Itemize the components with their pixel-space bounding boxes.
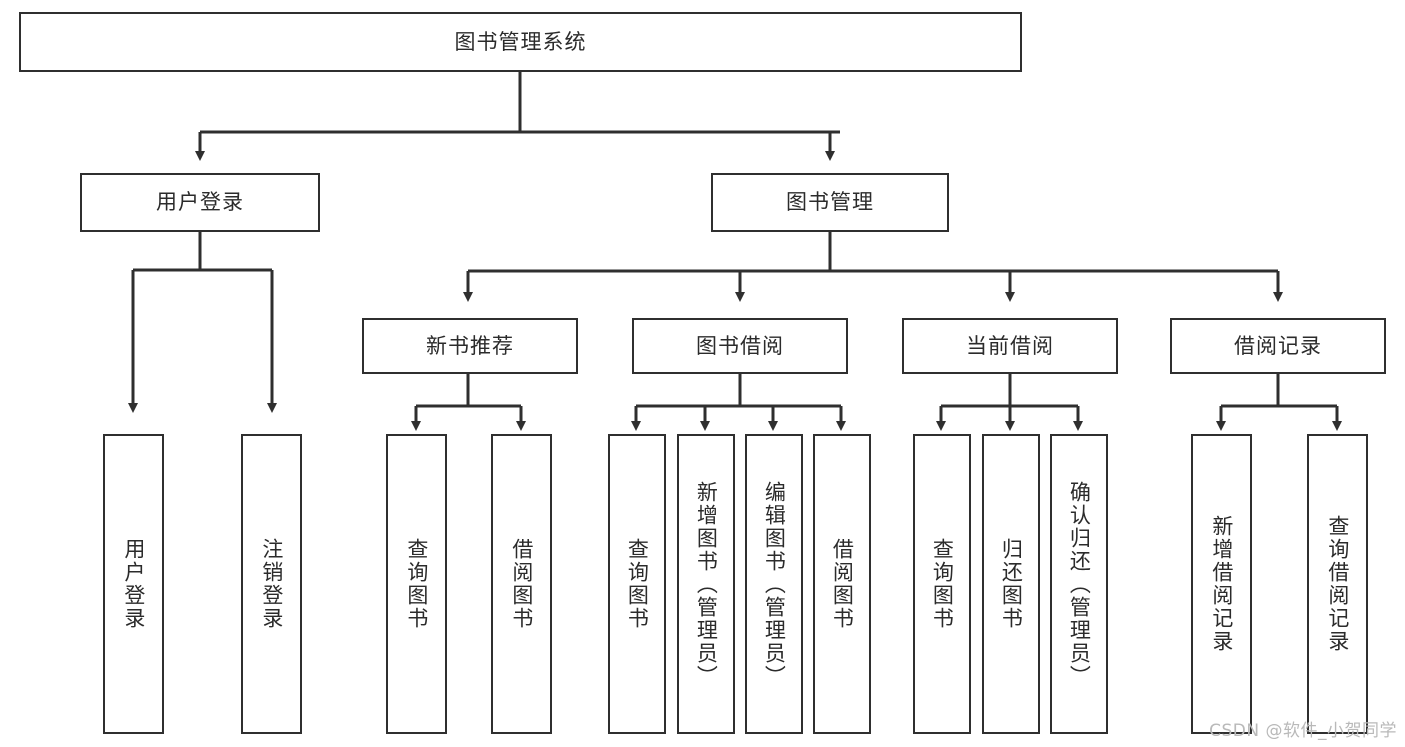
node-book-manage[interactable]: 图书管理: [711, 173, 949, 232]
node-leaf-return-book-label: 归还图书: [999, 538, 1024, 630]
node-book-manage-label: 图书管理: [786, 190, 874, 215]
node-leaf-add-book[interactable]: 新增图书（管理员）: [677, 434, 735, 734]
node-leaf-add-book-label: 新增图书（管理员）: [694, 480, 719, 688]
node-leaf-user-login[interactable]: 用户登录: [103, 434, 164, 734]
node-leaf-query-book-1[interactable]: 查询图书: [386, 434, 447, 734]
node-leaf-query-record-label: 查询借阅记录: [1325, 515, 1350, 653]
node-user-login[interactable]: 用户登录: [80, 173, 320, 232]
node-leaf-borrow-book-1[interactable]: 借阅图书: [491, 434, 552, 734]
node-leaf-borrow-book-1-label: 借阅图书: [509, 538, 534, 630]
node-borrow-record-label: 借阅记录: [1234, 333, 1322, 358]
node-root-label: 图书管理系统: [454, 29, 587, 54]
node-new-book-rec[interactable]: 新书推荐: [362, 318, 578, 374]
node-leaf-logout-label: 注销登录: [259, 538, 284, 630]
node-leaf-add-record[interactable]: 新增借阅记录: [1191, 434, 1252, 734]
node-leaf-borrow-book-2[interactable]: 借阅图书: [813, 434, 871, 734]
node-current-borrow[interactable]: 当前借阅: [902, 318, 1118, 374]
node-borrow-record[interactable]: 借阅记录: [1170, 318, 1386, 374]
node-book-borrow[interactable]: 图书借阅: [632, 318, 848, 374]
node-leaf-query-book-3-label: 查询图书: [930, 538, 955, 630]
node-leaf-confirm-return[interactable]: 确认归还（管理员）: [1050, 434, 1108, 734]
csdn-watermark: CSDN @软件_小贺同学: [1209, 721, 1397, 741]
node-leaf-borrow-book-2-label: 借阅图书: [830, 538, 855, 630]
node-leaf-query-book-3[interactable]: 查询图书: [913, 434, 971, 734]
node-leaf-return-book[interactable]: 归还图书: [982, 434, 1040, 734]
node-leaf-user-login-label: 用户登录: [121, 538, 146, 630]
node-leaf-edit-book-label: 编辑图书（管理员）: [762, 480, 787, 688]
node-leaf-query-book-2[interactable]: 查询图书: [608, 434, 666, 734]
node-leaf-query-book-2-label: 查询图书: [625, 538, 650, 630]
node-book-borrow-label: 图书借阅: [696, 333, 784, 358]
node-leaf-add-record-label: 新增借阅记录: [1209, 515, 1234, 653]
node-leaf-query-book-1-label: 查询图书: [404, 538, 429, 630]
node-user-login-label: 用户登录: [156, 190, 244, 215]
node-root[interactable]: 图书管理系统: [19, 12, 1022, 72]
node-leaf-confirm-return-label: 确认归还（管理员）: [1067, 480, 1092, 688]
node-leaf-query-record[interactable]: 查询借阅记录: [1307, 434, 1368, 734]
node-leaf-logout[interactable]: 注销登录: [241, 434, 302, 734]
node-leaf-edit-book[interactable]: 编辑图书（管理员）: [745, 434, 803, 734]
node-current-borrow-label: 当前借阅: [966, 333, 1054, 358]
node-new-book-rec-label: 新书推荐: [426, 333, 514, 358]
